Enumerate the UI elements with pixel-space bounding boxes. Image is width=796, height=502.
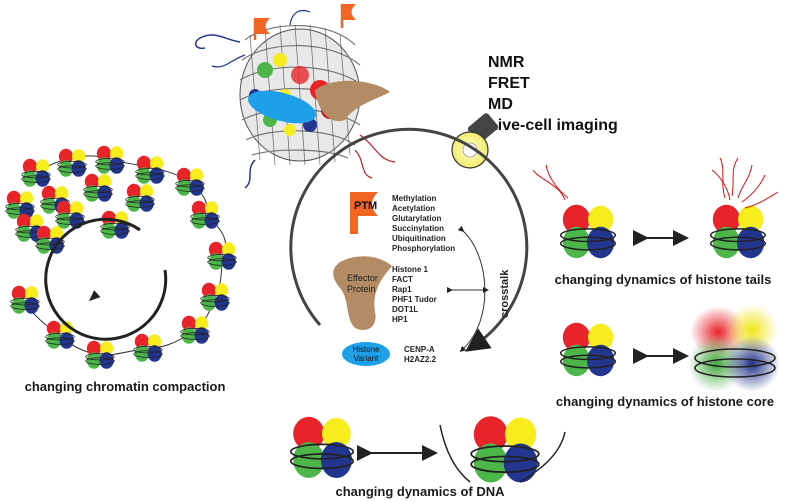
effector-item: DOT1L (392, 305, 418, 314)
technique-label: FRET (488, 75, 530, 92)
chromatin-cycle-arrow (44, 217, 168, 341)
ptm-flag-icon (253, 18, 270, 40)
variant-item: CENP-A (404, 345, 435, 354)
nucleosome-icon (709, 204, 767, 259)
effector-label: Effector (347, 273, 378, 283)
ptm-item: Phosphorylation (392, 244, 455, 253)
caption-dna: changing dynamics of DNA (335, 484, 505, 499)
nucleosome-icon (559, 204, 617, 259)
ptm-label: PTM (354, 200, 377, 212)
nucleosome-structure (194, 4, 396, 189)
caption-tails: changing dynamics of histone tails (555, 272, 772, 287)
crosstalk-label: crosstalk (499, 269, 511, 318)
effector-item: Histone 1 (392, 265, 429, 274)
central-cycle-arrow (289, 127, 529, 352)
effector-item: FACT (392, 275, 413, 284)
ptm-flag-icon (340, 4, 356, 28)
variant-label: Histone (352, 345, 380, 354)
histone-variant-shape (342, 342, 390, 366)
technique-label: NMR (488, 54, 525, 71)
dna-strand (439, 424, 566, 483)
effector-item: Rap1 (392, 285, 412, 294)
techniques-list: NMR FRET MD Live-cell imaging (488, 54, 618, 134)
nucleosome-icon (289, 416, 355, 478)
nucleosome-icon (470, 416, 540, 483)
technique-label: MD (488, 96, 513, 113)
ptm-item: Succinylation (392, 224, 444, 233)
variant-label: Variant (354, 354, 380, 363)
histone-tails-lines (532, 157, 779, 209)
ptm-item: Ubiquitination (392, 234, 446, 243)
caption-chromatin: changing chromatin compaction (25, 379, 226, 394)
effector-item: PHF1 Tudor (392, 295, 437, 304)
nucleosome-icon (559, 322, 617, 377)
ptm-item: Acetylation (392, 204, 435, 213)
effector-item: HP1 (392, 315, 408, 324)
ptm-item: Glutarylation (392, 214, 441, 223)
caption-core: changing dynamics of histone core (556, 394, 774, 409)
effector-protein-shape (333, 256, 392, 331)
effector-label: Protein (347, 284, 376, 294)
chromatin-fiber (5, 145, 237, 369)
technique-label: Live-cell imaging (488, 117, 618, 134)
variant-list: CENP-A H2AZ2.2 (404, 345, 437, 364)
regulators-panel: PTM Methylation Acetylation Glutarylatio… (333, 192, 511, 366)
ptm-item: Methylation (392, 194, 437, 203)
effector-list: Histone 1 FACT Rap1 PHF1 Tudor DOT1L HP1 (392, 265, 437, 324)
variant-item: H2AZ2.2 (404, 355, 437, 364)
ptm-list: Methylation Acetylation Glutarylation Su… (392, 194, 455, 253)
ptm-flag-icon (350, 192, 378, 234)
blurred-nucleosome-icon (688, 304, 780, 392)
